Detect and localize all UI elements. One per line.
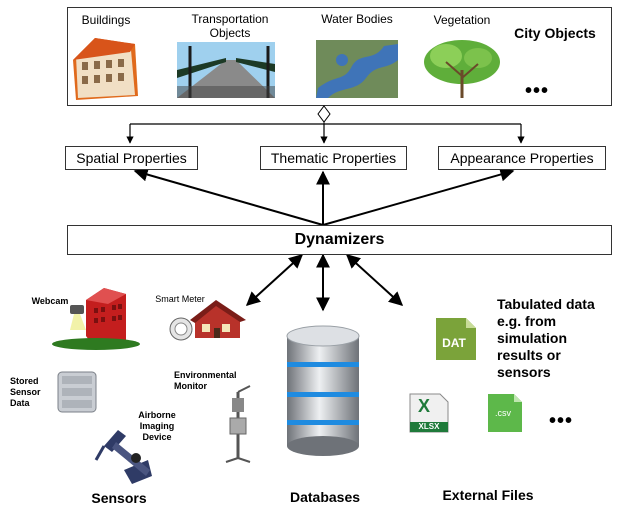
- transportation-label: Transportation Objects: [191, 12, 269, 40]
- external-files-more: •••: [548, 410, 573, 432]
- thematic-properties-box: Thematic Properties: [260, 146, 407, 170]
- smart-meter-label: Smart Meter: [155, 294, 205, 304]
- appearance-properties-box: Appearance Properties: [438, 146, 606, 170]
- dat-label: DAT: [442, 336, 466, 350]
- transportation-image: [177, 42, 275, 98]
- xlsx-file-icon: [409, 393, 449, 433]
- csv-file-icon: [488, 394, 522, 432]
- stored-sensor-data-image: [57, 371, 97, 413]
- spatial-properties-box: Spatial Properties: [65, 146, 198, 170]
- webcam-building-image: [52, 288, 140, 350]
- city-objects-more: •••: [524, 80, 549, 102]
- xlsx-label: XLSX: [418, 422, 440, 431]
- csv-label: .csv: [494, 408, 511, 418]
- stored-sensor-data-label: Stored Sensor Data: [10, 376, 41, 408]
- water-bodies-image: [316, 40, 398, 98]
- environmental-monitor-image: [225, 385, 251, 463]
- smart-meter-house-image: [169, 300, 246, 341]
- tabulated-data-description: Tabulated data e.g. from simulation resu…: [497, 296, 595, 380]
- dat-file-icon: [436, 318, 476, 360]
- databases-title: Databases: [289, 489, 361, 505]
- building-image: [73, 38, 138, 100]
- vegetation-label: Vegetation: [433, 13, 491, 27]
- vegetation-image: [424, 40, 502, 98]
- environmental-monitor-label: Environmental Monitor: [174, 370, 237, 391]
- webcam-label: Webcam: [31, 296, 69, 306]
- city-objects-title: City Objects: [514, 25, 596, 41]
- dynamizers-bar: Dynamizers: [67, 225, 612, 255]
- airborne-device-label: Airborne Imaging Device: [138, 410, 176, 442]
- buildings-label: Buildings: [81, 13, 131, 27]
- xlsx-x-label: X: [417, 396, 430, 416]
- sensors-title: Sensors: [91, 490, 147, 506]
- external-files-title: External Files: [442, 487, 534, 503]
- water-bodies-label: Water Bodies: [321, 12, 393, 26]
- airborne-device-image: [94, 430, 152, 484]
